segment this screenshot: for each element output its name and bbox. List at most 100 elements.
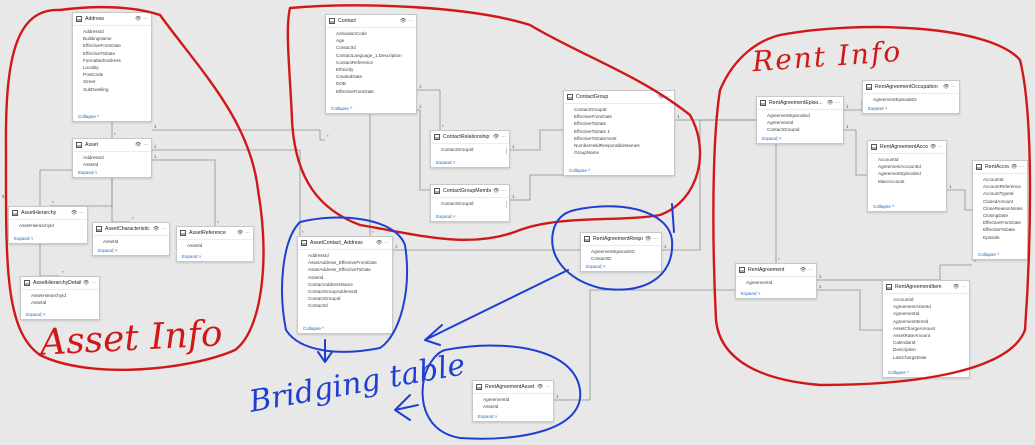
field-item[interactable]: EffectiveToDate 1 [574, 128, 610, 134]
field-item[interactable]: EffectiveToDate [83, 50, 116, 56]
field-item[interactable]: AccountId [983, 177, 1004, 182]
expand-collapse-toggle[interactable]: Collapse ^ [569, 168, 591, 173]
relationship-line[interactable] [947, 189, 972, 211]
visibility-eye-icon[interactable]: 👁 [492, 188, 500, 194]
expand-collapse-toggle[interactable]: Collapse ^ [78, 114, 100, 119]
field-item[interactable]: AgreementId [746, 280, 773, 285]
table-header[interactable]: ContactGroupMember👁⋯ [431, 185, 509, 198]
visibility-eye-icon[interactable]: 👁 [82, 280, 90, 286]
visibility-eye-icon[interactable]: 👁 [826, 100, 834, 106]
field-item[interactable]: ContactID [591, 256, 612, 262]
field-item[interactable]: GroupName [574, 150, 600, 156]
field-item[interactable]: AgreementAssetId [893, 304, 931, 310]
table-card-rent-agreement-episode[interactable]: RentAgreementEpiso...👁⋯AgreementEpisodeI… [756, 96, 844, 144]
table-header[interactable]: AssetHierarchy👁⋯ [9, 207, 87, 220]
visibility-eye-icon[interactable]: 👁 [70, 210, 78, 216]
field-item[interactable]: AssetId [103, 239, 119, 244]
visibility-eye-icon[interactable]: 👁 [657, 94, 665, 100]
more-options-icon[interactable]: ⋯ [545, 384, 550, 390]
table-header[interactable]: RentAgreementResponsi...👁⋯ [581, 233, 661, 246]
visibility-eye-icon[interactable]: 👁 [399, 18, 407, 24]
field-item[interactable]: CreatedDate [336, 74, 363, 80]
table-header[interactable]: Address👁⋯ [73, 13, 151, 26]
field-item[interactable]: ContactGroupAddressId [308, 288, 358, 294]
field-scrollbar[interactable] [505, 201, 507, 209]
relationship-line[interactable] [817, 264, 972, 281]
table-header[interactable]: ContactGroup👁⋯ [564, 91, 674, 104]
field-item[interactable]: AgreementAccountId [878, 164, 921, 170]
visibility-eye-icon[interactable]: 👁 [952, 284, 960, 290]
field-item[interactable]: ContactId [308, 303, 328, 309]
field-item[interactable]: BuildingName [83, 36, 112, 42]
field-item[interactable]: Street [83, 79, 96, 85]
field-item[interactable]: AddressId [308, 253, 329, 258]
field-item[interactable]: ContactGroupId [441, 201, 474, 206]
relationship-line[interactable] [152, 129, 325, 141]
table-header[interactable]: RentAgreementAsset👁⋯ [473, 381, 553, 394]
expand-collapse-toggle[interactable]: Collapse ^ [978, 252, 1000, 257]
field-item[interactable]: FormattedAddress [83, 57, 121, 63]
visibility-eye-icon[interactable]: 👁 [152, 226, 160, 232]
field-item[interactable]: AccountReference [983, 184, 1021, 190]
expand-collapse-toggle[interactable]: Expand ˅ [868, 106, 888, 111]
field-item[interactable]: MainAccount [878, 178, 905, 184]
visibility-eye-icon[interactable]: 👁 [644, 236, 652, 242]
field-item[interactable]: ContactGroupId [574, 107, 607, 112]
more-options-icon[interactable]: ⋯ [653, 236, 658, 242]
field-item[interactable]: AgreementEpisodeId [767, 113, 810, 118]
field-item[interactable]: AssetChargeAmount [893, 325, 936, 331]
expand-collapse-toggle[interactable]: Expand ˅ [741, 291, 761, 296]
table-header[interactable]: Asset👁⋯ [73, 139, 151, 152]
field-item[interactable]: PostCode [83, 72, 104, 78]
field-item[interactable]: EffectiveFromDate [336, 88, 374, 94]
expand-collapse-toggle[interactable]: Expand ˅ [78, 170, 98, 175]
field-item[interactable]: Ethnicity [336, 66, 354, 72]
table-header[interactable]: RentAgreementOccupation👁⋯ [863, 81, 959, 94]
table-header[interactable]: AssetHierarchyDetail👁⋯ [21, 277, 99, 290]
table-header[interactable]: RentAgreementItem👁⋯ [883, 281, 969, 294]
table-header[interactable]: Contact👁⋯ [326, 15, 416, 28]
field-item[interactable]: AgreementEpisodeID [873, 97, 917, 102]
more-options-icon[interactable]: ⋯ [161, 226, 166, 232]
relationship-line[interactable] [844, 129, 867, 176]
expand-collapse-toggle[interactable]: Collapse ^ [873, 204, 895, 209]
field-item[interactable]: Description [893, 347, 916, 353]
field-item[interactable]: AddressId [83, 155, 104, 160]
table-header[interactable]: RentAgreement👁⋯ [736, 264, 816, 277]
field-item[interactable]: AgreementId [483, 397, 510, 402]
field-item[interactable]: AgreementItemId [893, 318, 929, 324]
expand-collapse-toggle[interactable]: Collapse ^ [303, 326, 325, 331]
table-card-rent-agreement-respon[interactable]: RentAgreementResponsi...👁⋯AgreementEpiso… [580, 232, 662, 272]
field-item[interactable]: LastChargeDate [893, 354, 927, 360]
relationship-line[interactable] [152, 149, 301, 236]
field-item[interactable]: SubDwelling [83, 86, 109, 92]
expand-collapse-toggle[interactable]: Expand ˅ [14, 236, 34, 241]
more-options-icon[interactable]: ⋯ [808, 267, 813, 273]
field-item[interactable]: ClosedAmount [983, 198, 1014, 204]
relationship-line[interactable] [152, 159, 216, 226]
field-item[interactable]: EffectiveToDate [983, 227, 1016, 233]
field-scrollbar[interactable] [505, 147, 507, 155]
expand-collapse-toggle[interactable]: Expand ˅ [436, 214, 456, 219]
relationship-line[interactable] [817, 289, 882, 331]
more-options-icon[interactable]: ⋯ [1019, 164, 1024, 170]
more-options-icon[interactable]: ⋯ [666, 94, 671, 100]
field-item[interactable]: EffectiveFromDate [574, 114, 612, 120]
field-item[interactable]: AccountId [893, 297, 914, 302]
expand-collapse-toggle[interactable]: Expand ˅ [478, 414, 498, 419]
visibility-eye-icon[interactable]: 👁 [799, 267, 807, 273]
more-options-icon[interactable]: ⋯ [143, 142, 148, 148]
table-header[interactable]: ContactRelationship👁⋯ [431, 131, 509, 144]
more-options-icon[interactable]: ⋯ [91, 280, 96, 286]
field-item[interactable]: ContactGroupId [308, 296, 341, 302]
field-item[interactable]: AssetHierarchyId [19, 223, 54, 228]
